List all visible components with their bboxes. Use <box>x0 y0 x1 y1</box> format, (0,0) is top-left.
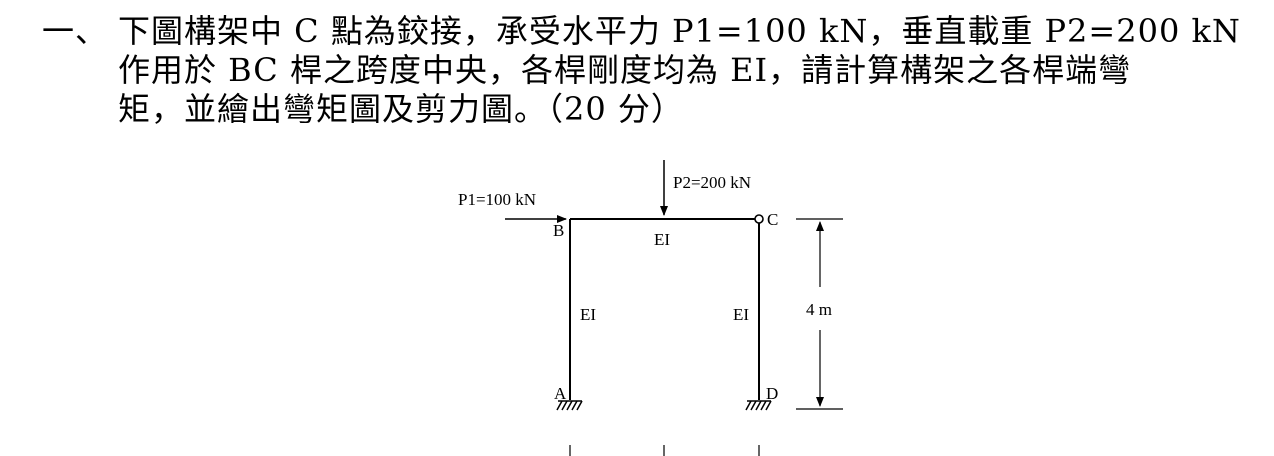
member-label-ab: EI <box>580 305 596 324</box>
fixed-support-a <box>556 400 583 411</box>
node-label-c: C <box>767 210 778 229</box>
node-label-d: D <box>766 384 778 403</box>
member-label-cd: EI <box>733 305 749 324</box>
problem-number: 一、 <box>42 12 109 50</box>
load-p1-label: P1=100 kN <box>458 190 536 209</box>
problem-statement: 一、下圖構架中 C 點為鉸接，承受水平力 P1=100 kN，垂直載重 P2=2… <box>42 12 1242 129</box>
problem-line-1: 一、下圖構架中 C 點為鉸接，承受水平力 P1=100 kN，垂直載重 P2=2… <box>42 12 1242 51</box>
hinge-c <box>754 214 764 224</box>
problem-line-2: 作用於 BC 桿之跨度中央，各桿剛度均為 EI，請計算構架之各桿端彎 <box>118 51 1132 89</box>
member-label-bc: EI <box>654 230 670 249</box>
node-label-a: A <box>554 384 567 403</box>
span-dimension-ticks <box>569 445 760 456</box>
node-label-b: B <box>553 221 564 240</box>
fixed-support-d <box>745 400 772 411</box>
load-p2-label: P2=200 kN <box>673 173 751 192</box>
problem-text-line-1: 下圖構架中 C 點為鉸接，承受水平力 P1=100 kN，垂直載重 P2=200… <box>118 12 1241 50</box>
dimension-height-label: 4 m <box>806 300 832 319</box>
problem-line-3: 矩，並繪出彎矩圖及剪力圖。（20 分） <box>118 90 684 128</box>
